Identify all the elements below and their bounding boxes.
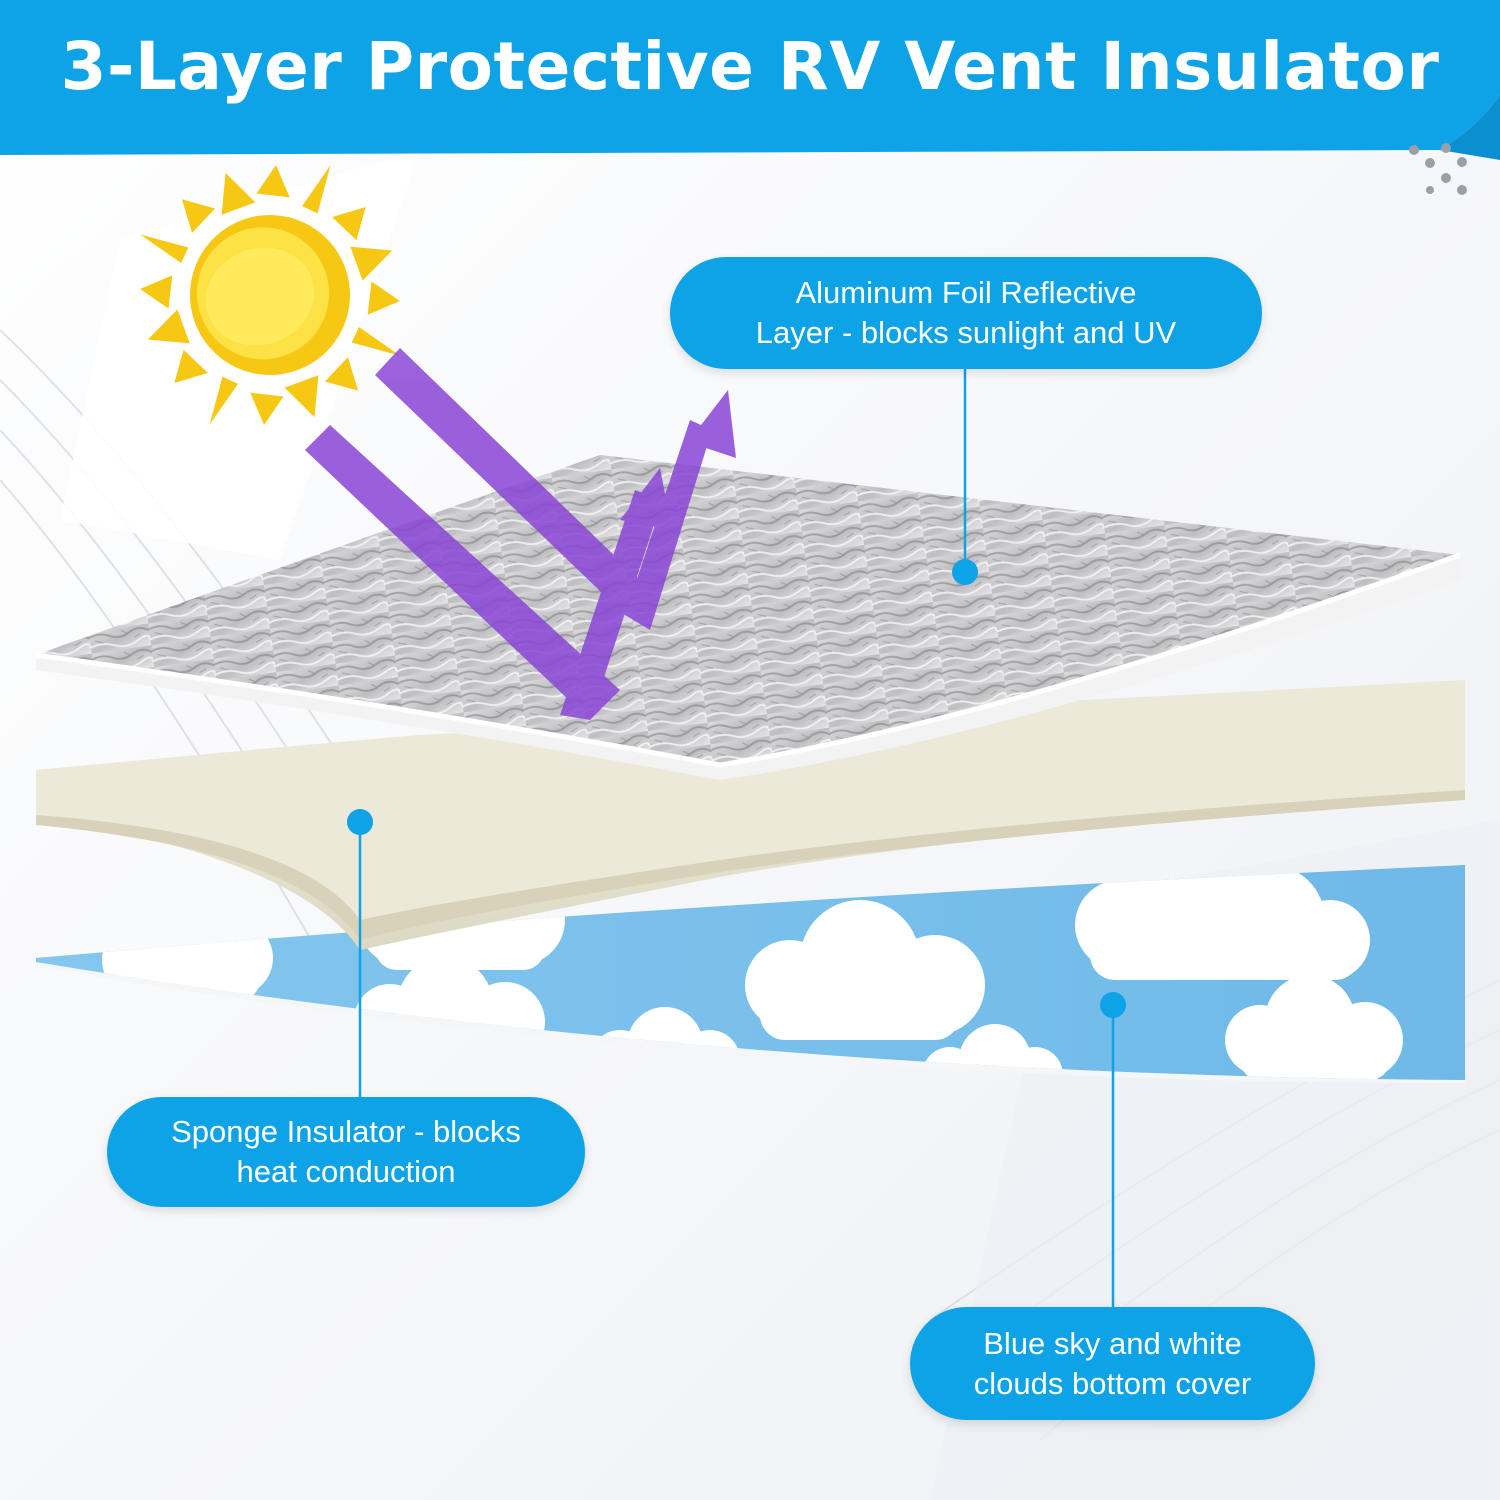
aluminum-foil-layer [35,455,1461,780]
callout-aluminum-foil: Aluminum Foil Reflective Layer - blocks … [670,257,1262,369]
callout-line: Sponge Insulator - blocks [171,1114,521,1149]
title-banner-text-wrap: 3-Layer Protective RV Vent Insulator [0,0,1500,150]
sponge-foam-layer [36,680,1465,950]
sun-icon [140,165,400,425]
callout-dot-icon [1100,992,1126,1018]
callout-line: Blue sky and white [983,1325,1242,1361]
page-title: 3-Layer Protective RV Vent Insulator [60,27,1440,105]
title-banner [0,0,1500,155]
reflected-arrow-icon [560,490,662,720]
reflected-arrow-icon [625,420,712,630]
callout-bottom-cover: Blue sky and white clouds bottom cover [910,1307,1315,1420]
decorative-dots [1409,143,1467,195]
callout-leaders [347,369,1126,1307]
callout-line: clouds bottom cover [973,1365,1252,1401]
callout-dot-icon [952,559,978,585]
sunlight-arrows [305,348,736,720]
light-ray-arrow-icon [375,348,650,615]
callout-line: Layer - blocks sunlight and UV [755,315,1177,350]
callout-line: Aluminum Foil Reflective [795,275,1137,310]
light-ray-arrow-icon [305,425,620,720]
callout-sponge-insulator: Sponge Insulator - blocks heat conductio… [107,1097,585,1207]
callout-dot-icon [347,809,373,835]
callout-line: heat conduction [236,1154,456,1189]
title-banner-fold [1440,95,1500,160]
